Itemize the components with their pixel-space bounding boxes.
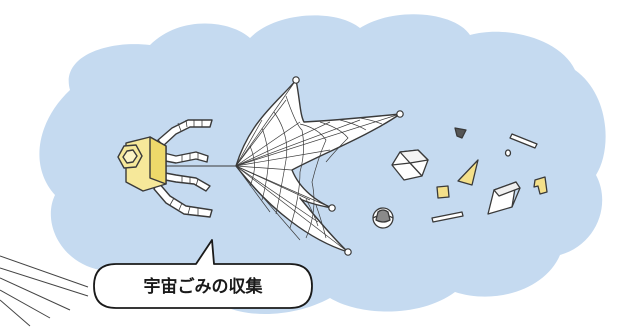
- debris-yellow-shard: [457, 159, 479, 186]
- debris-yellow-square: [436, 185, 450, 199]
- debris-ring: [504, 149, 512, 157]
- debris-yellow-notch: [533, 176, 548, 195]
- net-tip-bottom: [344, 248, 352, 256]
- satellite-arms: [153, 119, 213, 218]
- space-background-blob: [39, 14, 606, 315]
- space-debris: [372, 127, 548, 229]
- debris-dark-chip: [454, 127, 467, 139]
- callout-bubble: 宇宙ごみの収集: [93, 239, 313, 309]
- net-tip-top: [292, 76, 300, 84]
- debris-rod-upper: [509, 133, 538, 149]
- capture-net-mesh: [235, 79, 401, 253]
- debris-box: [487, 181, 521, 215]
- satellite-hex-inner: [122, 149, 138, 164]
- callout-label: 宇宙ごみの収集: [144, 276, 264, 297]
- satellite-body-side: [149, 136, 167, 185]
- net-tip-mid: [328, 204, 336, 212]
- debris-rod-lower: [431, 211, 464, 223]
- satellite: [117, 119, 236, 218]
- debris-hex-block: [391, 149, 429, 181]
- callout-leader-lines: [0, 255, 89, 327]
- net-tip-right: [396, 110, 404, 118]
- debris-sphere: [372, 207, 394, 229]
- satellite-arm-segments: [169, 119, 203, 215]
- capture-net: [235, 76, 404, 256]
- callout-shape: [93, 239, 313, 309]
